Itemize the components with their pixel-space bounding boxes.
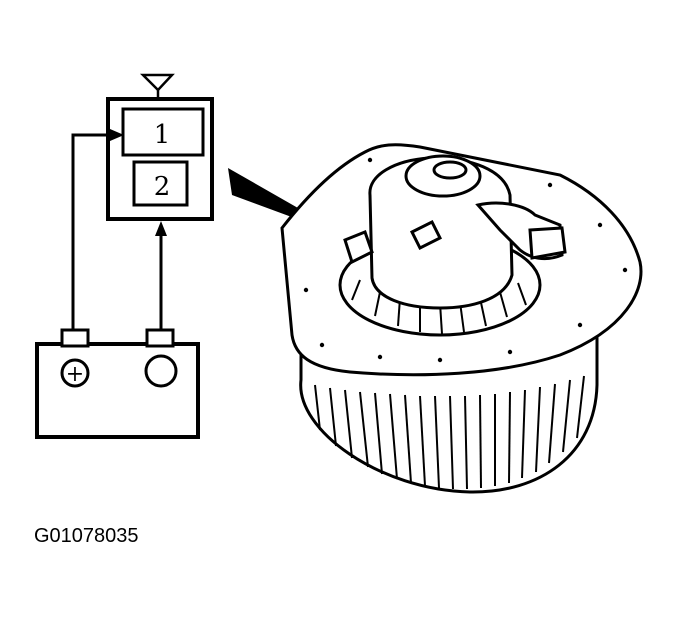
cooling-tube <box>528 226 567 260</box>
jumper-wires <box>71 133 163 333</box>
battery-negative-terminal <box>144 354 178 388</box>
battery-positive-post <box>60 328 90 348</box>
terminal-2-box <box>132 160 189 207</box>
figure-id-label: G01078035 <box>34 525 139 547</box>
connector-block: 1 2 <box>106 97 214 221</box>
wire-arrow-1 <box>110 129 124 141</box>
wire-arrow-2 <box>155 221 167 236</box>
motor-connector <box>343 230 374 265</box>
motor-tab <box>409 219 443 251</box>
motor-shaft-cap <box>432 160 468 180</box>
flange-rivets <box>303 157 628 363</box>
battery-positive-terminal <box>60 358 90 388</box>
terminal-2-label: 2 <box>154 172 171 202</box>
battery-positive-symbol: + <box>66 362 84 387</box>
battery-negative-post <box>145 328 175 348</box>
battery: + <box>35 328 200 439</box>
terminal-1-box <box>121 107 205 157</box>
blower-motor <box>280 143 643 494</box>
fan-blades <box>314 375 585 490</box>
connector-symbol <box>139 73 175 100</box>
terminal-1-label: 1 <box>154 120 171 150</box>
